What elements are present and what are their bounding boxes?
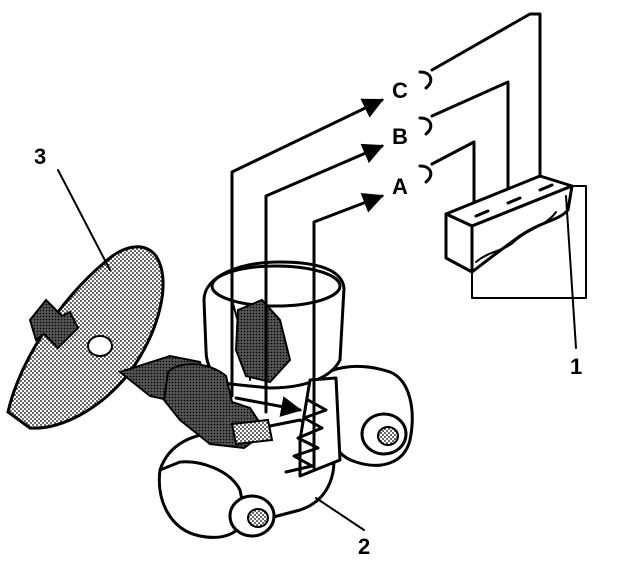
signal-label-c: C — [392, 78, 408, 103]
trace-c — [230, 98, 384, 398]
left-mount-boss — [157, 460, 248, 539]
terminal-b-curl — [418, 116, 433, 136]
connector-bracket — [471, 185, 587, 299]
lead-b — [430, 80, 510, 198]
callout-leader-3 — [57, 169, 111, 271]
connector-barrel-opening — [210, 264, 342, 308]
pin-slot-a — [474, 209, 490, 218]
pin-slot-c — [538, 183, 554, 192]
throttle-disc-lever — [28, 298, 80, 350]
resistor-element — [284, 398, 328, 474]
pin-slot-b — [506, 196, 522, 205]
callout-3: 3 — [34, 144, 46, 169]
sensor-housing — [157, 260, 414, 539]
harness-connector — [444, 174, 587, 299]
trace-b — [264, 143, 384, 414]
callout-leader-2 — [315, 497, 365, 531]
lead-a — [430, 140, 476, 214]
coupling-shaft — [230, 418, 274, 446]
signal-label-a: A — [392, 174, 408, 199]
lead-c — [430, 12, 542, 182]
signal-traces — [230, 98, 384, 470]
callout-2: 2 — [358, 534, 370, 559]
trace-a — [312, 192, 384, 470]
terminal-c-curl — [418, 70, 433, 90]
signal-label-b: B — [392, 124, 408, 149]
terminal-leads — [418, 12, 542, 214]
callout-leader-1 — [565, 195, 577, 349]
connector-block-front — [444, 212, 474, 274]
throttle-disc — [6, 245, 165, 430]
left-mount-bolt-inner — [247, 508, 269, 528]
connector-broken-edge — [475, 211, 557, 263]
wiper-arrow — [234, 396, 303, 417]
right-mount-bolt-inner — [377, 426, 399, 446]
terminal-a-curl — [418, 164, 433, 184]
throttle-disc-hub — [87, 335, 113, 357]
callout-1: 1 — [570, 354, 582, 379]
